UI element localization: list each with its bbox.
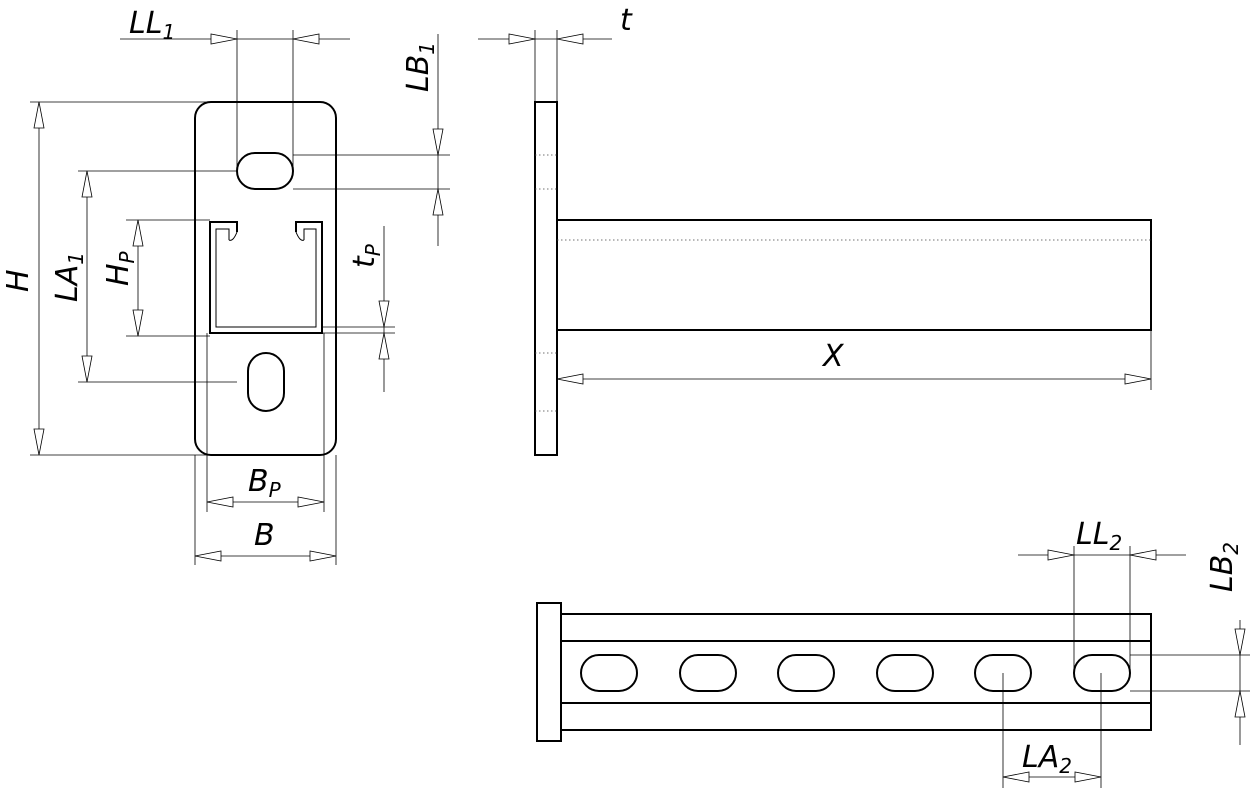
channel-profile-outer <box>209 221 323 334</box>
dim-la2-label: LA2 <box>1022 740 1072 778</box>
side-channel-arm <box>556 219 1152 331</box>
side-view: t X <box>478 3 1152 456</box>
front-view-dimensions: LL1 LB1 H LA1 HP tP <box>1 6 450 565</box>
dim-t-label: t <box>620 3 633 38</box>
arm-slot-3 <box>777 654 835 692</box>
top-channel-arm <box>560 613 1152 731</box>
dim-tp-label: tP <box>347 243 385 268</box>
arm-slot-2 <box>679 654 737 692</box>
dim-ll1-label: LL1 <box>129 6 175 44</box>
upper-slot <box>236 152 294 190</box>
dim-hp-label: HP <box>101 250 139 286</box>
front-view <box>194 101 337 456</box>
dim-h-label: H <box>1 269 36 292</box>
dim-x-label: X <box>821 339 845 374</box>
base-plate-outline <box>194 101 337 456</box>
dim-lb2-label: LB2 <box>1205 542 1243 592</box>
dim-la1-label: LA1 <box>50 252 88 302</box>
lower-slot <box>247 352 285 412</box>
arm-slot-1 <box>580 654 638 692</box>
side-plate <box>534 101 558 456</box>
arm-slot-6 <box>1073 654 1131 692</box>
top-plate <box>536 602 562 742</box>
dim-b-label: B <box>254 518 275 553</box>
channel-profile-inner <box>215 228 317 328</box>
dim-ll2-label: LL2 <box>1076 517 1122 555</box>
top-view: LL2 LB2 LA2 <box>536 517 1250 788</box>
arm-slot-4 <box>876 654 934 692</box>
dim-lb1-label: LB1 <box>401 42 439 92</box>
dim-bp-label: BP <box>248 464 282 502</box>
